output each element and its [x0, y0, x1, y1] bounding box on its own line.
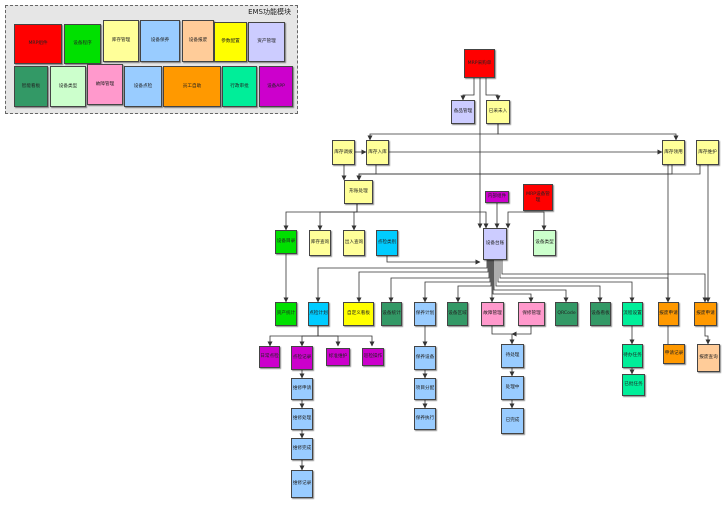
node-kanban-device-stats: 设备统计	[381, 302, 402, 326]
legend-item-device-type: 设备类型	[50, 66, 86, 107]
node-inspection-plan: 点检计划	[308, 302, 329, 326]
legend-item-inventory: 库存管理	[103, 20, 139, 62]
node-stock-query: 库存查询	[309, 230, 331, 256]
legend-item-config: 参数配置	[214, 22, 247, 62]
node-repair-record: 维修记录	[291, 470, 313, 498]
node-repair-complete: 维修完成	[291, 438, 313, 460]
node-completed: 已完成	[501, 408, 524, 434]
node-mrp-purchase: MRP采购单	[464, 49, 495, 78]
node-qrcode: QRCode	[555, 302, 578, 326]
node-repair-management: 保修管理	[518, 302, 545, 326]
node-maintenance-plan: 保养计划	[414, 302, 436, 326]
node-item-assign: 项目分配	[414, 378, 436, 400]
legend-item-mrp: MRP组件	[14, 24, 62, 64]
node-account-process: 形账处理	[344, 180, 373, 204]
node-scrap-apply: 报废申请	[658, 302, 679, 326]
node-my-tasks: 待办任务	[622, 344, 643, 368]
node-internal-component: 内部组件	[485, 191, 509, 203]
node-spare-parts: 备品管理	[451, 100, 475, 124]
legend-item-fault: 故障管理	[87, 64, 123, 105]
node-pending: 待处理	[501, 344, 524, 368]
node-device-record: 设备目录	[275, 230, 297, 254]
node-approved-tasks: 已批任务	[622, 374, 645, 396]
node-in-out-query: 出入查询	[343, 230, 365, 256]
node-scrap-request: 报废申请	[694, 302, 717, 326]
node-device-type: 设备类型	[533, 230, 556, 256]
node-inspection-category: 点检类别	[376, 230, 398, 256]
node-fault-management: 故障管理	[481, 302, 504, 326]
node-maintain-device: 保养设备	[414, 346, 436, 370]
legend-item-kanban: 智能看板	[14, 66, 48, 107]
node-workflow-settings: 流程设置	[622, 302, 643, 326]
legend-item-asset: 资产管理	[248, 22, 285, 62]
legend-item-maintenance: 设备保养	[140, 20, 180, 62]
node-maintenance-exec: 保养执行	[414, 408, 436, 430]
legend-panel: EMS功能模块 MRP组件 设备程序 库存管理 设备保养 设备报废 参数配置 资…	[5, 5, 298, 114]
node-repair-apply: 维修申请	[291, 378, 313, 400]
legend-item-approval: 行政审批	[222, 66, 257, 107]
legend-item-scrap: 设备报废	[182, 20, 214, 62]
node-stock-transfer: 库存调拨	[332, 140, 355, 165]
node-app-patrol: 巡检操作	[362, 348, 384, 366]
legend-item-inspection: 设备点检	[124, 66, 162, 107]
node-repair-process: 维修处理	[291, 408, 313, 430]
node-scrap-query: 报废查询	[697, 344, 720, 372]
node-stock-use: 库存领用	[662, 140, 685, 165]
legend-item-self-service: 员工自助	[163, 66, 221, 107]
node-stock-maintenance: 库存维护	[696, 140, 719, 165]
legend-title: EMS功能模块	[248, 8, 291, 16]
node-app-standard-maint: 标准维护	[326, 348, 350, 366]
node-received-not-stocked: 已采未入	[486, 100, 510, 124]
node-asset-stats: 资产统计	[275, 302, 297, 326]
node-kanban-device-area: 设备区域	[447, 302, 468, 326]
legend-item-app: 设备APP	[259, 66, 293, 107]
node-processing: 处理中	[501, 376, 524, 400]
node-inspection-record: 点检记录	[291, 346, 313, 370]
legend-item-device-program: 设备程序	[64, 24, 101, 64]
node-kanban-device-board: 设备看板	[590, 302, 611, 326]
node-mrp-device: MRP设备管理	[523, 184, 553, 211]
node-device-ledger: 设备台账	[483, 228, 507, 260]
node-custom-kanban: 自定义看板	[343, 302, 374, 326]
node-app-daily-inspection: 日常点检	[259, 346, 280, 368]
node-stock-in: 库存入库	[366, 140, 389, 165]
node-apply-record: 申请记录	[663, 344, 685, 364]
